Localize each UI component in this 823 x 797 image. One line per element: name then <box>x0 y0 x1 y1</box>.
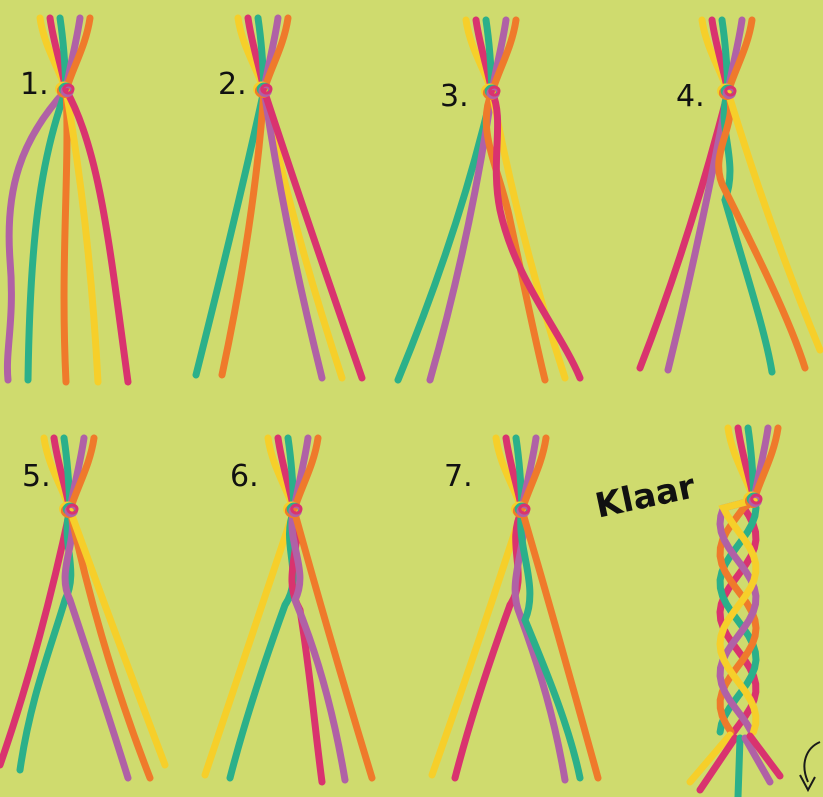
step-label-1: 1. <box>20 70 49 100</box>
strand-pink <box>0 510 70 765</box>
knot-icon <box>483 85 499 99</box>
step-label-2: 2. <box>218 70 247 100</box>
knot-icon <box>57 83 73 97</box>
knot-icon <box>745 493 761 507</box>
step-label-4: 4. <box>676 82 705 112</box>
braid-end-teal <box>738 738 740 797</box>
knot-icon <box>255 83 271 97</box>
strand-yellow <box>205 510 294 775</box>
step-label-7: 7. <box>444 462 473 492</box>
strand-purple <box>668 92 728 370</box>
knot-icon <box>61 503 77 517</box>
knot-icon <box>513 503 529 517</box>
strand-pink <box>640 92 728 368</box>
knot-icon <box>719 85 735 99</box>
strand-yellow <box>432 510 522 775</box>
step-label-5: 5. <box>22 462 51 492</box>
strand-purple <box>430 92 492 380</box>
step-label-3: 3. <box>440 82 469 112</box>
strand-orange <box>64 90 67 382</box>
step-label-6: 6. <box>230 462 259 492</box>
strand-teal <box>230 510 294 778</box>
arrow-down-icon <box>800 742 820 790</box>
knot-icon <box>285 503 301 517</box>
